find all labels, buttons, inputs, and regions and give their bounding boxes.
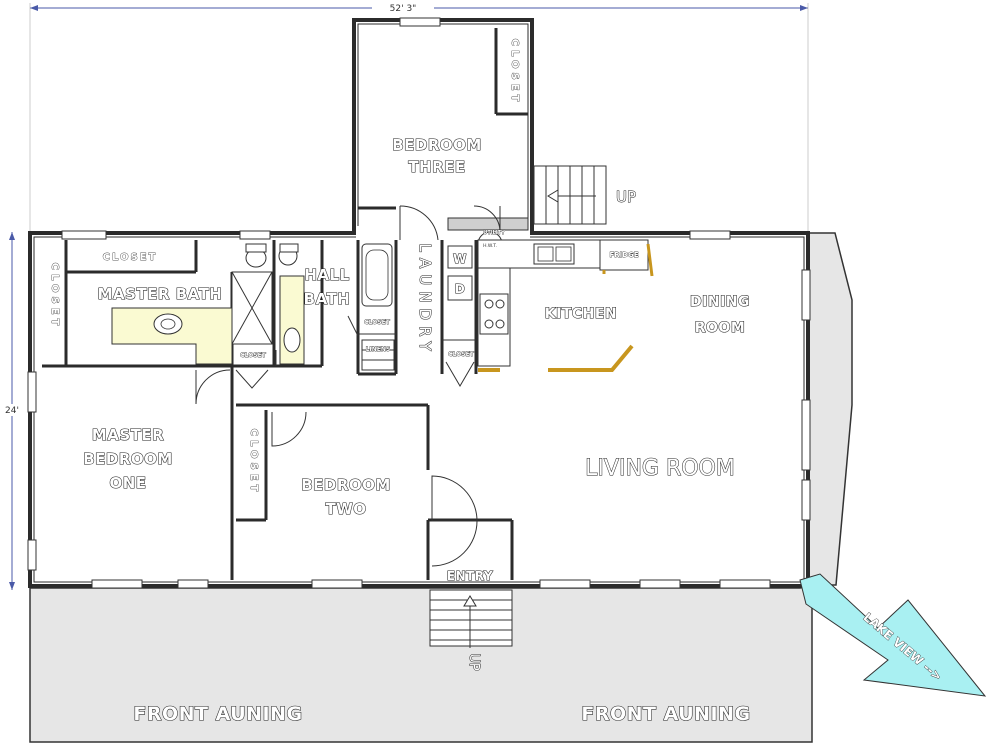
label-stairs-front: UP — [466, 653, 481, 671]
closet-labels: CLOSET CLOSET CLOSET CLOSET CLOSET CLOSE… — [49, 38, 521, 496]
doors — [195, 205, 501, 567]
label-hall-bath-line1: HALL — [304, 266, 349, 284]
label-fridge: FRIDGE — [609, 251, 638, 259]
master-bath-fixtures — [111, 243, 273, 365]
side-deck — [807, 232, 853, 586]
label-living-room: LIVING ROOM — [585, 456, 735, 481]
windows — [27, 17, 811, 589]
label-water-heater: H.W.T. — [483, 243, 497, 249]
lake-view-arrow — [799, 573, 987, 697]
label-awning-left: FRONT AUNING — [133, 703, 302, 725]
kitchen-fixtures — [477, 239, 654, 372]
dimension-depth: 24' — [4, 232, 20, 590]
label-closet-hall-bath: CLOSET — [364, 319, 391, 326]
label-laundry: LAUNDRY — [416, 243, 434, 356]
label-closet-bedroom-two: CLOSET — [248, 429, 259, 496]
label-linens: LINENS — [366, 346, 391, 353]
label-bedroom-three-line1: BEDROOM — [392, 136, 482, 154]
stair-labels: UP UP — [466, 188, 637, 672]
label-kitchen: KITCHEN — [545, 306, 617, 322]
label-closet-top: CLOSET — [103, 252, 158, 263]
label-closet-laundry: CLOSET — [448, 351, 475, 358]
rear-stairs — [533, 165, 607, 225]
label-bedroom-three-line2: THREE — [408, 158, 465, 176]
label-entry: ENTRY — [447, 569, 493, 583]
dimension-width-label: 52' 3" — [390, 4, 417, 14]
dimension-width: 52' 3" — [29, 2, 809, 232]
label-dryer: D — [455, 282, 465, 296]
label-bedroom-two-line1: BEDROOM — [301, 476, 391, 494]
label-closet-master-bath: CLOSET — [240, 352, 267, 359]
label-washer: W — [453, 252, 467, 266]
label-dining-room-line1: DINING — [690, 294, 750, 310]
label-dining-room-line2: ROOM — [695, 320, 746, 336]
label-awning-right: FRONT AUNING — [581, 703, 750, 725]
label-master-bath: MASTER BATH — [98, 285, 223, 303]
front-stairs — [429, 589, 513, 648]
label-closet-left: CLOSET — [49, 263, 60, 330]
label-master-bedroom-line1: MASTER — [92, 426, 164, 444]
fixture-labels: UTILITY H.W.T. W D FRIDGE LINENS — [365, 230, 639, 354]
label-master-bedroom-line3: ONE — [109, 474, 146, 492]
interior-walls — [42, 28, 529, 580]
label-utility: UTILITY — [483, 230, 505, 236]
label-stairs-rear: UP — [616, 188, 636, 206]
label-closet-bedroom-three: CLOSET — [509, 39, 520, 106]
room-labels: BEDROOM THREE MASTER BATH HALL BATH LAUN… — [83, 135, 750, 583]
dimension-depth-label: 24' — [5, 406, 19, 416]
label-bedroom-two-line2: TWO — [325, 500, 366, 518]
hall-bath-fixtures — [278, 243, 395, 371]
label-master-bedroom-line2: BEDROOM — [83, 450, 173, 468]
label-hall-bath-line2: BATH — [304, 290, 351, 308]
